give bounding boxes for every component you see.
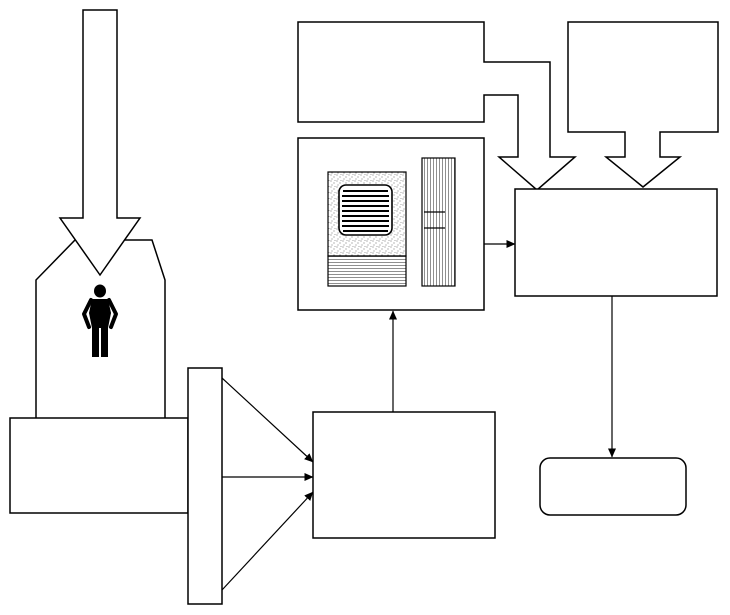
person-icon — [82, 284, 118, 357]
base-block — [9, 417, 189, 514]
monitor-icon — [327, 157, 456, 287]
processing-block — [312, 411, 496, 539]
top-source-block — [297, 21, 578, 191]
sensor-to-processing-arrow-top — [221, 377, 314, 463]
sensor-to-processing-arrow-bottom — [221, 491, 314, 591]
combiner-block — [514, 188, 718, 297]
right-source-block — [567, 21, 719, 188]
output-block — [539, 457, 687, 516]
input-arrow-large — [58, 9, 142, 277]
sensor-bar — [187, 367, 223, 605]
